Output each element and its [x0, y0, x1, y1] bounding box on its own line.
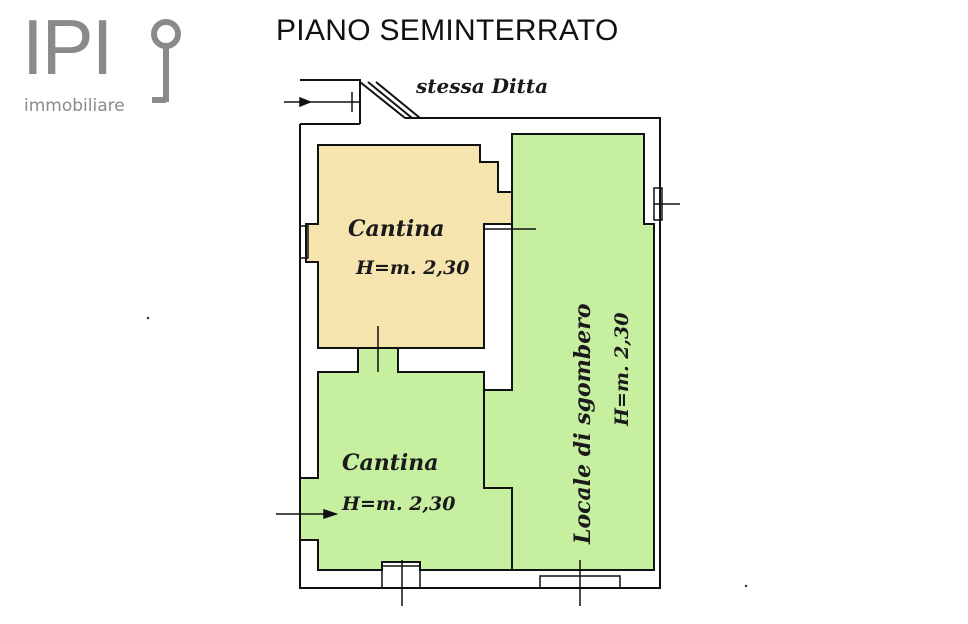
neighbor-annotation: stessa Ditta	[415, 74, 548, 98]
key-icon	[151, 19, 181, 103]
room-label-cantina-lower: Cantina	[342, 450, 439, 476]
room-height-cantina-upper: H=m. 2,30	[355, 257, 469, 279]
room-locale-di-sgombero	[483, 133, 655, 571]
logo-subtitle: immobiliare	[24, 96, 125, 116]
outer-walls	[299, 79, 661, 589]
page-title: PIANO SEMINTERRATO	[276, 14, 619, 47]
room-height-cantina-lower: H=m. 2,30	[341, 493, 455, 515]
doors	[276, 187, 680, 606]
room-label-cantina-upper: Cantina	[348, 216, 445, 242]
ink-dot	[146, 316, 150, 320]
dimension-marks	[284, 92, 360, 112]
ink-dot	[744, 584, 748, 588]
logo-letters: IPI	[22, 3, 113, 91]
logo: IPI immobiliare	[22, 8, 182, 116]
room-cantina-upper	[305, 144, 513, 349]
room-label-locale: Locale di sgombero	[570, 303, 596, 545]
room-height-locale: H=m. 2,30	[611, 313, 633, 427]
